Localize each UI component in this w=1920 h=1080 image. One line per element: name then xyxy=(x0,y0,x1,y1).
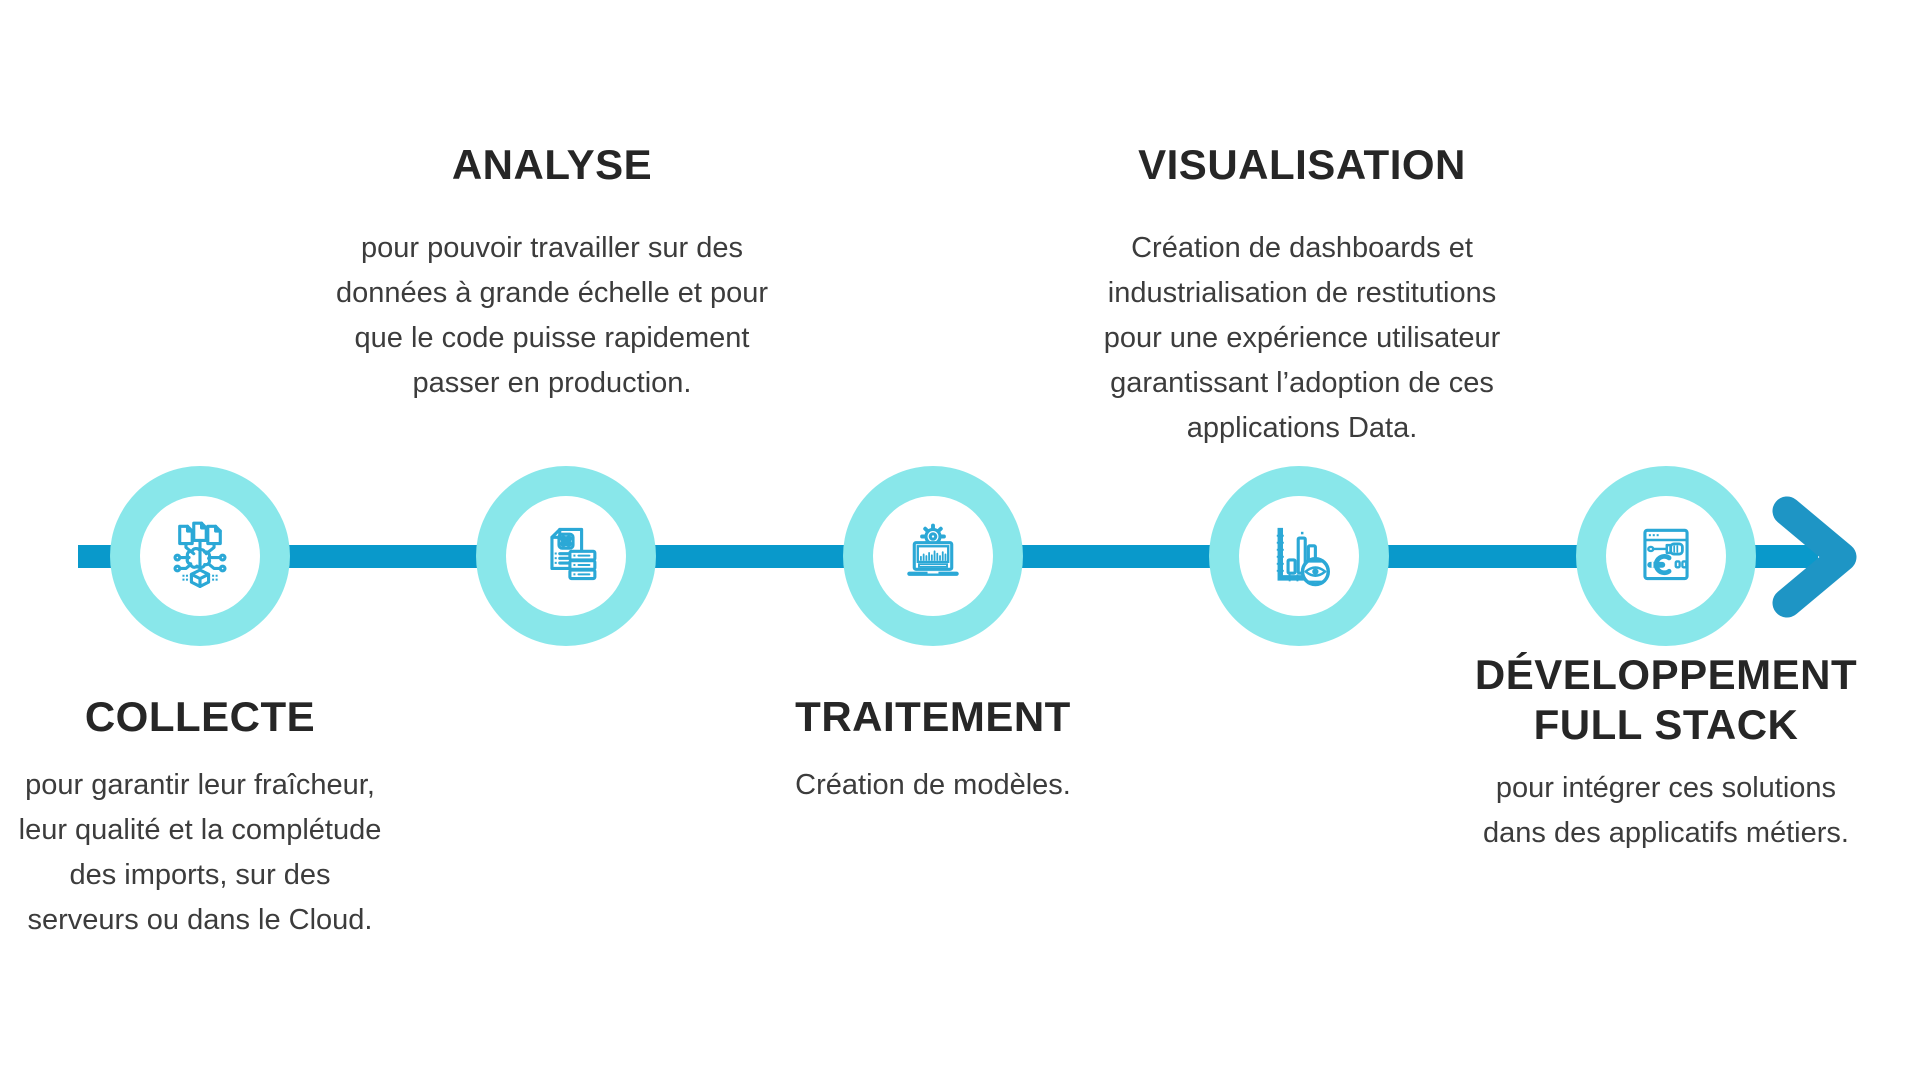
step-description: pour pouvoir travailler sur des données … xyxy=(335,232,769,399)
step-description: pour intégrer ces solutions dans des app… xyxy=(1483,772,1849,849)
timeline-node-analyse xyxy=(476,466,656,646)
step-description: Création de modèles. xyxy=(795,769,1071,801)
step-title: TRAITEMENT xyxy=(795,693,1071,740)
node-circle xyxy=(506,496,626,616)
step-title: DÉVELOPPEMENT FULL STACK xyxy=(1474,651,1858,748)
step-label-traitement: TRAITEMENT Création de modèles. xyxy=(733,692,1133,808)
arrow-right-icon xyxy=(1772,494,1872,625)
laptop-gear-chart-icon xyxy=(907,523,959,576)
step-label-visualisation: VISUALISATION Création de dashboards et … xyxy=(1052,140,1552,451)
step-description: pour garantir leur fraîcheur, leur quali… xyxy=(18,769,382,936)
browser-tools-icon xyxy=(1643,528,1689,581)
node-circle xyxy=(1606,496,1726,616)
step-label-developpement: DÉVELOPPEMENT FULL STACK pour intégrer c… xyxy=(1431,650,1901,856)
timeline-node-developpement xyxy=(1576,466,1756,646)
timeline-node-traitement xyxy=(843,466,1023,646)
step-label-analyse: ANALYSE pour pouvoir travailler sur des … xyxy=(302,140,802,406)
node-circle xyxy=(1239,496,1359,616)
node-circle xyxy=(873,496,993,616)
bar-chart-eye-icon xyxy=(1276,527,1331,587)
document-atom-servers-icon xyxy=(550,527,597,581)
step-title: ANALYSE xyxy=(451,141,653,188)
step-label-collecte: COLLECTE pour garantir leur fraîcheur, l… xyxy=(0,692,405,943)
timeline-node-collecte xyxy=(110,466,290,646)
step-description: Création de dashboards et industrialisat… xyxy=(1103,232,1501,444)
step-title: COLLECTE xyxy=(84,693,316,740)
node-circle xyxy=(140,496,260,616)
documents-network-cube-icon xyxy=(173,521,227,588)
step-title: VISUALISATION xyxy=(1138,141,1466,188)
timeline-node-visualisation xyxy=(1209,466,1389,646)
